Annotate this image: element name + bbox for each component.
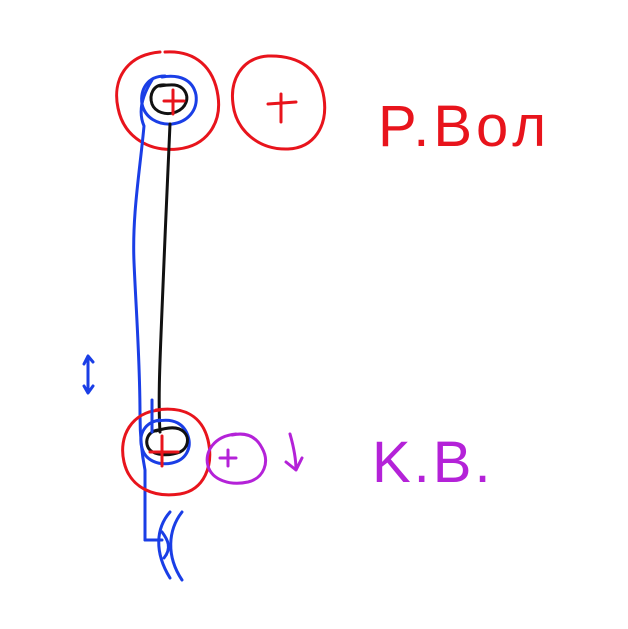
- top-side-pivot: [230, 54, 327, 151]
- bottom-pivot-blue-circle: [139, 418, 191, 466]
- top-pivot: [115, 50, 221, 151]
- bottom-pivot-plus: [148, 434, 180, 468]
- top-pivot-black-circle: [149, 83, 189, 116]
- bottom-pivot-red-circle: [121, 407, 212, 497]
- spring-arc-2: [169, 510, 184, 582]
- spring-arc-3: [160, 530, 170, 560]
- top-pivot-red-circle: [115, 50, 221, 151]
- top-pivot-blue-circle: [140, 74, 198, 126]
- top-side-plus: [266, 92, 298, 124]
- spring-arc-1: [157, 510, 172, 580]
- top-pivot-plus: [162, 88, 186, 116]
- bottom-side-plus: [218, 448, 238, 468]
- top-side-red-circle: [230, 54, 327, 151]
- blue-link: [132, 78, 154, 542]
- top-label: P.Boл: [378, 94, 550, 159]
- bottom-pivot-black-circle: [145, 426, 189, 457]
- bottom-pivot: [121, 398, 212, 497]
- purple-down-arrow-icon: [284, 432, 304, 472]
- bottom-side-pivot: [205, 432, 267, 485]
- bottom-side-purple-circle: [205, 432, 267, 485]
- black-rod: [157, 122, 172, 434]
- spring: [143, 510, 184, 582]
- blue-double-arrow-icon: [82, 354, 95, 395]
- bottom-label: K.B.: [372, 430, 494, 495]
